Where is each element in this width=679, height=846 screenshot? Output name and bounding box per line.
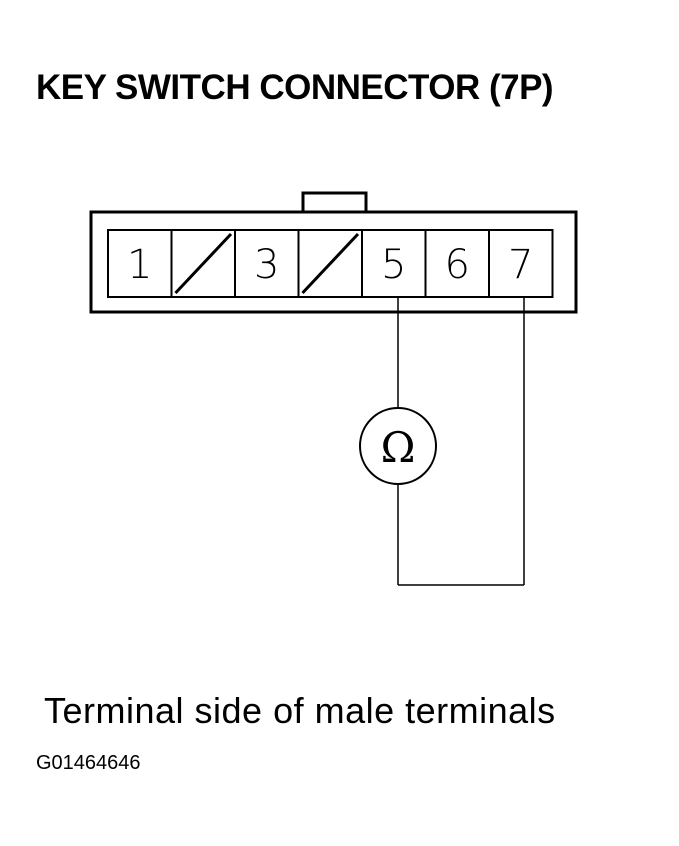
test-wiring	[397, 297, 525, 586]
terminal-cell-empty	[170, 229, 236, 298]
unused-terminal-slash	[301, 232, 360, 295]
terminal-number: 7	[508, 242, 533, 288]
connector-housing	[89, 210, 578, 314]
terminal-cell-7: 7	[488, 229, 554, 298]
terminal-number: 5	[381, 242, 406, 288]
terminal-cell-box	[488, 229, 554, 298]
connector-lock-tab	[301, 191, 368, 212]
ohmmeter: Ω	[359, 407, 437, 485]
caption: Terminal side of male terminals	[44, 690, 556, 731]
figure-id: G01464646	[36, 752, 141, 774]
ohm-symbol: Ω	[381, 423, 416, 472]
terminal-number: 1	[127, 242, 152, 288]
terminal-cell-3: 3	[234, 229, 300, 298]
unused-terminal-slash	[174, 232, 233, 295]
terminal-cell-empty	[297, 229, 363, 298]
terminal-number: 3	[254, 242, 279, 288]
terminal-number: 6	[445, 242, 470, 288]
terminal-cell-6: 6	[424, 229, 490, 298]
ohmmeter-circle	[359, 407, 437, 485]
terminal-cell-1: 1	[107, 229, 173, 298]
terminal-cell-5: 5	[361, 229, 427, 298]
diagram-title: KEY SWITCH CONNECTOR (7P)	[36, 68, 554, 107]
